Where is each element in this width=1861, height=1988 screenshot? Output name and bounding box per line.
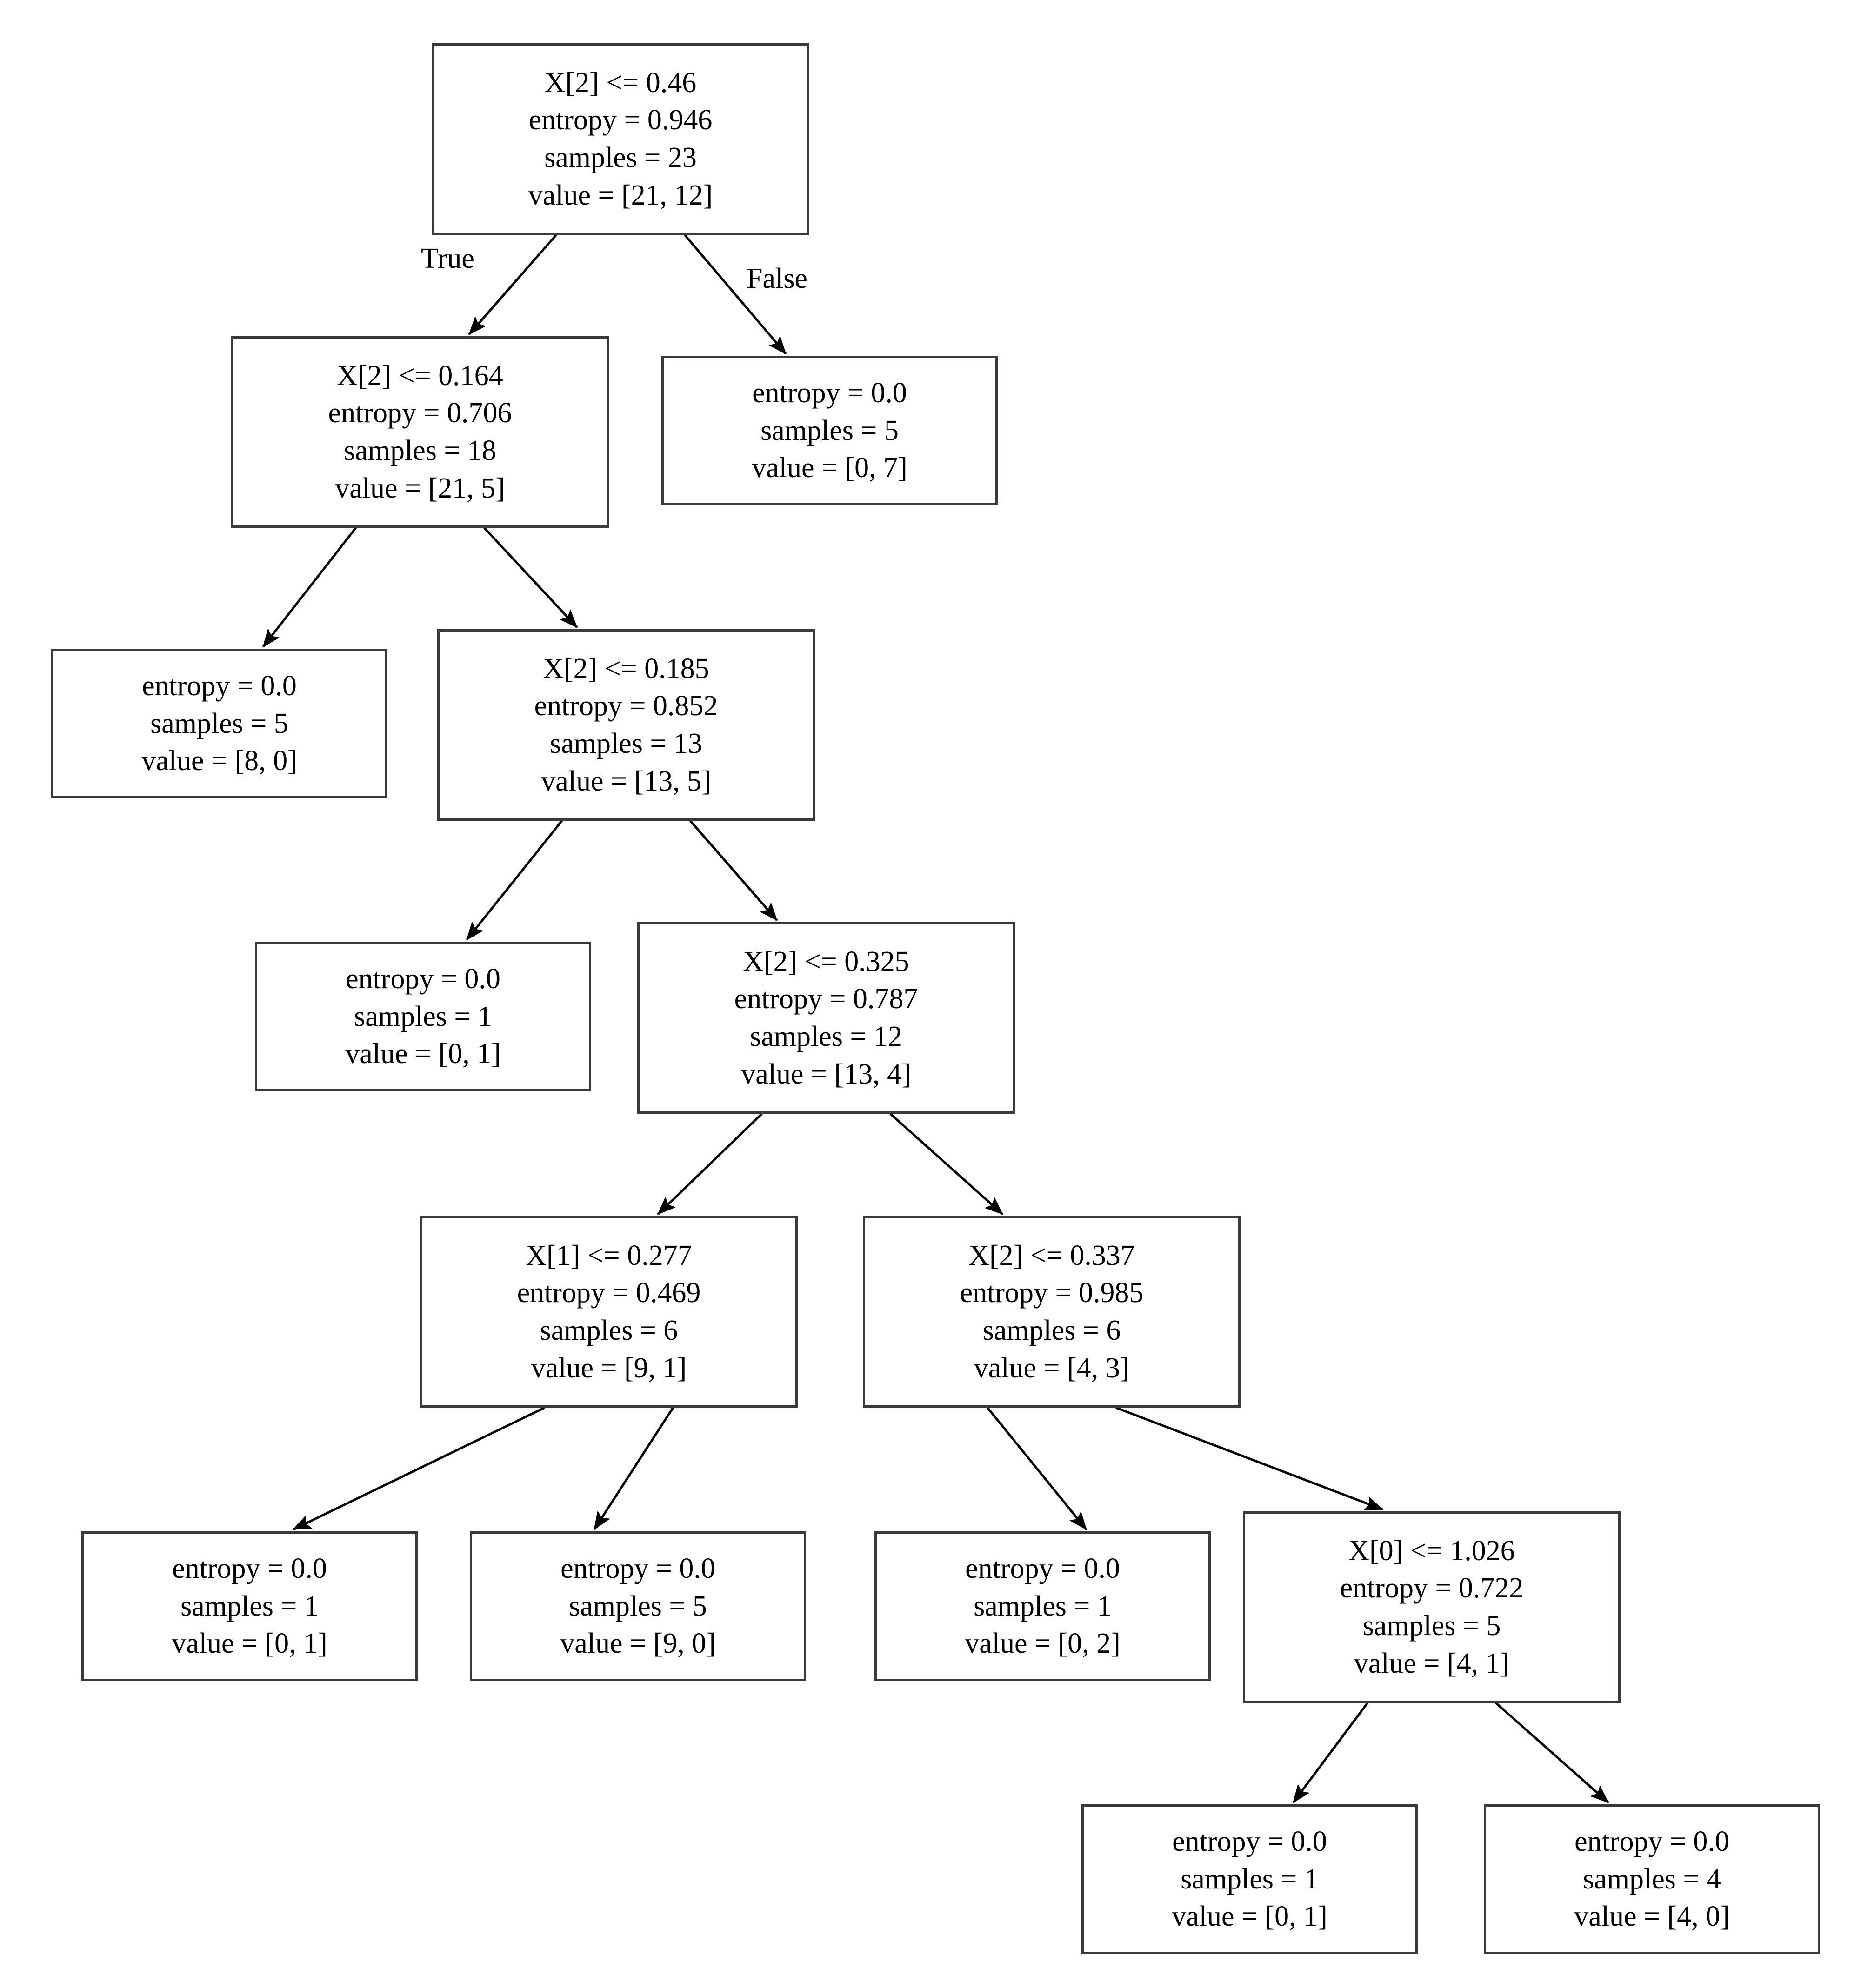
tree-split-node: X[2] <= 0.337 entropy = 0.985 samples = 6 v… <box>863 1216 1241 1408</box>
node-entropy: entropy = 0.0 <box>142 670 297 702</box>
node-value: value = [21, 12] <box>528 179 713 211</box>
tree-leaf-node: entropy = 0.0 samples = 1 value = [0, 2] <box>874 1531 1211 1681</box>
tree-leaf-node: entropy = 0.0 samples = 1 value = [0, 1] <box>1081 1804 1418 1954</box>
tree-edge <box>889 1113 1004 1215</box>
tree-leaf-node: entropy = 0.0 samples = 5 value = [8, 0] <box>51 649 387 798</box>
tree-leaf-node: entropy = 0.0 samples = 1 value = [0, 1] <box>255 942 591 1091</box>
node-samples: samples = 1 <box>354 1000 492 1032</box>
node-value: value = [4, 0] <box>1574 1901 1730 1933</box>
node-entropy: entropy = 0.0 <box>560 1553 715 1585</box>
node-samples: samples = 1 <box>180 1590 319 1622</box>
node-value: value = [0, 2] <box>965 1628 1121 1660</box>
node-entropy: entropy = 0.469 <box>517 1277 701 1309</box>
tree-edge <box>483 527 578 628</box>
tree-split-node: X[0] <= 1.026 entropy = 0.722 samples = 5 v… <box>1243 1511 1621 1703</box>
tree-split-node: X[2] <= 0.185 entropy = 0.852 samples = 13… <box>437 629 815 821</box>
node-condition: X[2] <= 0.325 <box>743 945 909 977</box>
node-samples: samples = 12 <box>750 1021 902 1052</box>
tree-leaf-node: entropy = 0.0 samples = 4 value = [4, 0] <box>1484 1804 1820 1954</box>
node-entropy: entropy = 0.946 <box>528 104 713 136</box>
node-condition: X[2] <= 0.185 <box>543 652 709 685</box>
node-value: value = [0, 1] <box>345 1038 501 1070</box>
tree-leaf-node: entropy = 0.0 samples = 5 value = [9, 0] <box>470 1531 806 1681</box>
node-value: value = [9, 1] <box>531 1352 687 1384</box>
node-value: value = [13, 5] <box>541 765 711 797</box>
node-samples: samples = 4 <box>1583 1863 1721 1895</box>
edge-label-false: False <box>747 263 807 294</box>
node-value: value = [0, 1] <box>172 1628 327 1660</box>
node-entropy: entropy = 0.787 <box>734 983 918 1015</box>
tree-edge <box>987 1407 1087 1530</box>
node-samples: samples = 5 <box>569 1590 707 1622</box>
node-samples: samples = 23 <box>544 142 697 173</box>
tree-edge <box>468 234 557 335</box>
node-value: value = [13, 4] <box>741 1058 911 1090</box>
tree-edge <box>684 234 787 355</box>
node-samples: samples = 5 <box>150 707 288 739</box>
node-value: value = [8, 0] <box>141 745 297 777</box>
node-samples: samples = 6 <box>982 1315 1121 1346</box>
tree-leaf-node: entropy = 0.0 samples = 1 value = [0, 1] <box>81 1531 418 1681</box>
tree-edge <box>1115 1406 1384 1511</box>
node-entropy: entropy = 0.0 <box>1172 1826 1327 1858</box>
node-samples: samples = 18 <box>344 435 496 466</box>
node-samples: samples = 1 <box>1181 1863 1319 1895</box>
tree-leaf-node: entropy = 0.0 samples = 5 value = [0, 7] <box>661 356 998 505</box>
tree-split-node: X[2] <= 0.46 entropy = 0.946 samples = 23 v… <box>432 43 809 235</box>
node-condition: X[0] <= 1.026 <box>1348 1535 1515 1567</box>
node-entropy: entropy = 0.852 <box>534 690 718 722</box>
node-entropy: entropy = 0.706 <box>328 397 512 429</box>
tree-edge <box>262 527 357 648</box>
edge-label-true: True <box>421 243 474 274</box>
node-samples: samples = 5 <box>760 414 899 446</box>
tree-edge <box>657 1113 763 1215</box>
node-entropy: entropy = 0.722 <box>1340 1572 1524 1604</box>
node-condition: X[1] <= 0.277 <box>526 1239 692 1271</box>
node-entropy: entropy = 0.0 <box>346 963 500 995</box>
node-entropy: entropy = 0.0 <box>1574 1826 1729 1858</box>
node-entropy: entropy = 0.0 <box>752 377 907 409</box>
tree-split-node: X[1] <= 0.277 entropy = 0.469 samples = 6 v… <box>420 1216 798 1408</box>
node-samples: samples = 6 <box>540 1315 678 1346</box>
node-entropy: entropy = 0.0 <box>965 1553 1120 1585</box>
node-condition: X[2] <= 0.164 <box>337 359 503 392</box>
tree-edge <box>1292 1702 1368 1803</box>
tree-edge <box>593 1407 674 1530</box>
node-value: value = [9, 0] <box>560 1628 716 1660</box>
node-value: value = [0, 1] <box>1172 1901 1327 1933</box>
tree-edge <box>466 820 563 941</box>
node-value: value = [4, 1] <box>1354 1647 1510 1679</box>
node-samples: samples = 5 <box>1362 1610 1501 1642</box>
node-samples: samples = 13 <box>550 728 702 759</box>
node-condition: X[2] <= 0.337 <box>968 1239 1135 1271</box>
node-entropy: entropy = 0.985 <box>960 1277 1144 1309</box>
node-value: value = [21, 5] <box>335 472 505 504</box>
node-value: value = [0, 7] <box>752 452 907 484</box>
tree-split-node: X[2] <= 0.164 entropy = 0.706 samples = 18… <box>231 336 609 528</box>
node-entropy: entropy = 0.0 <box>172 1553 327 1585</box>
tree-split-node: X[2] <= 0.325 entropy = 0.787 samples = 12… <box>637 922 1015 1114</box>
tree-edge <box>1495 1702 1609 1803</box>
node-samples: samples = 1 <box>974 1590 1112 1622</box>
node-condition: X[2] <= 0.46 <box>544 66 697 99</box>
tree-edge <box>689 820 778 921</box>
node-value: value = [4, 3] <box>974 1352 1130 1384</box>
tree-edge <box>292 1406 546 1531</box>
